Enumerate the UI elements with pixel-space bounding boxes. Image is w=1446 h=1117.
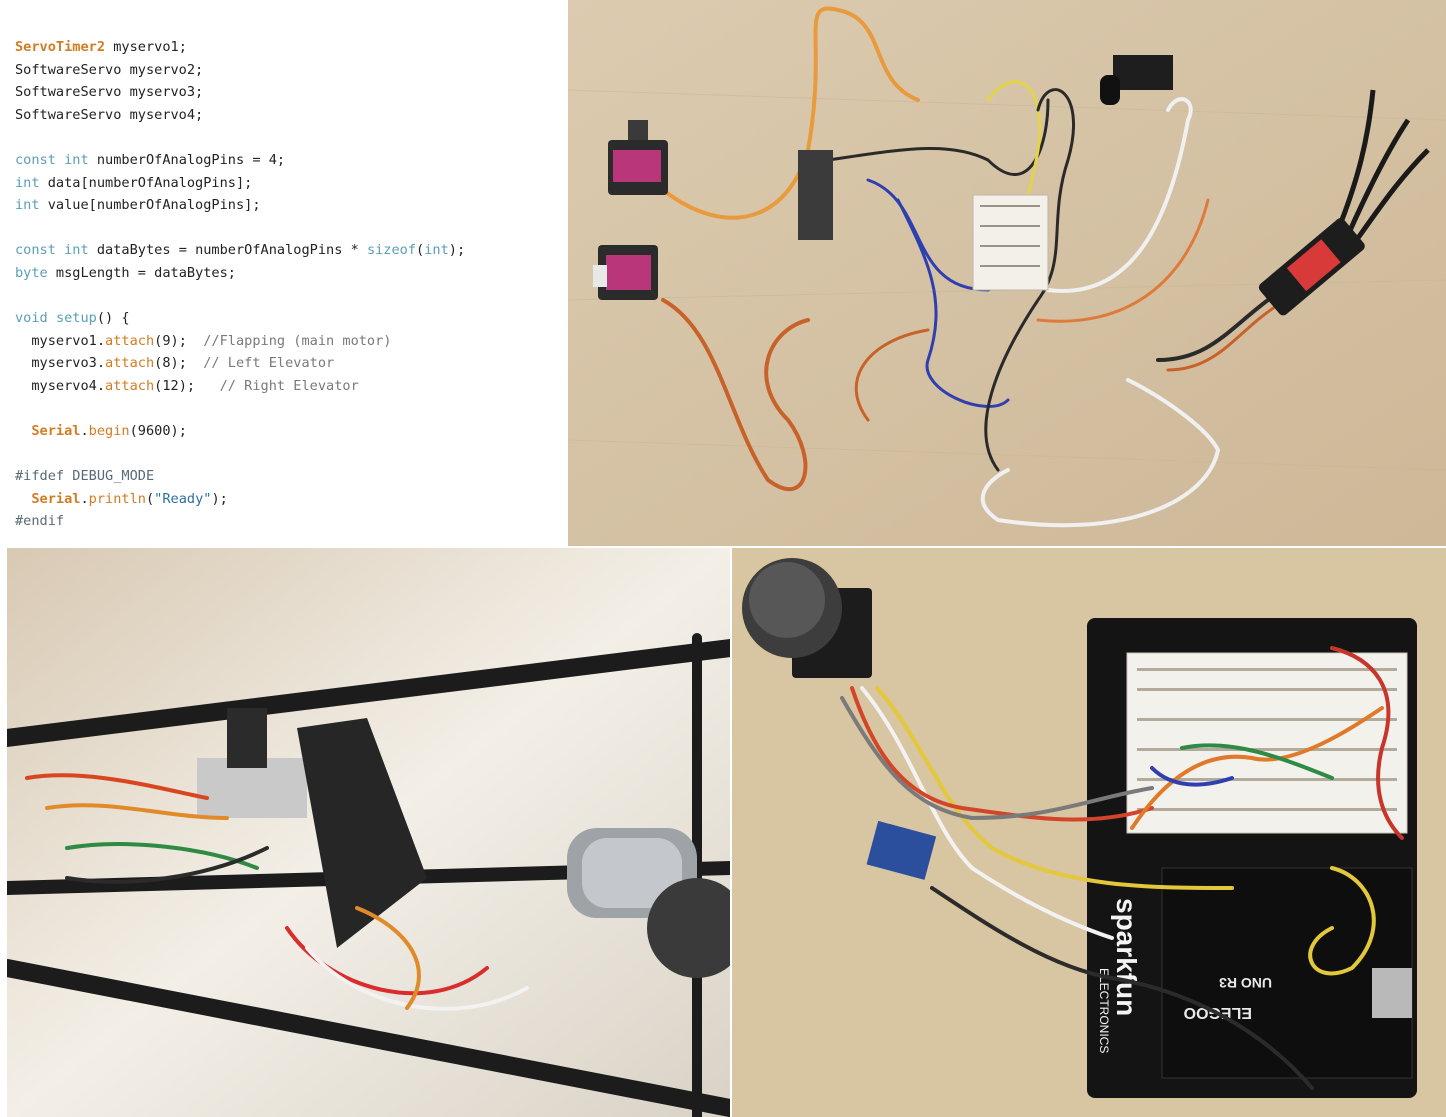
code-token: begin <box>88 423 130 440</box>
code-token: #endif <box>15 513 65 530</box>
code-token: attach <box>105 332 155 349</box>
code-line <box>15 126 568 149</box>
rf-receiver <box>1113 55 1173 90</box>
code-token: ServoTimer2 <box>15 39 106 55</box>
electronics-cluster <box>197 708 427 948</box>
code-token: setup <box>55 310 97 327</box>
code-token: msgLength = dataBytes; <box>47 264 236 281</box>
code-panel: ServoTimer2 myservo1; SoftwareServo myser… <box>0 0 568 546</box>
code-token: SoftwareServo myservo3; <box>15 84 204 101</box>
code-token: ); <box>211 490 228 507</box>
code-token: . <box>80 490 89 507</box>
code-token: //Flapping (main motor) <box>203 332 392 349</box>
code-token: () { <box>96 310 130 327</box>
motor <box>567 828 730 978</box>
code-token: myservo1; <box>105 39 187 55</box>
code-token: data[numberOfAnalogPins]; <box>39 174 253 191</box>
code-token: // Left Elevator <box>203 355 335 372</box>
code-token <box>48 310 56 326</box>
code-line: #ifdef DEBUG_MODE <box>15 465 568 488</box>
code-token: attach <box>105 377 155 394</box>
code-token: int <box>424 242 449 259</box>
code-token <box>15 491 31 507</box>
servo-icon <box>593 245 658 300</box>
code-token: "Ready" <box>154 490 212 507</box>
code-line: myservo4.attach(12); // Right Elevator <box>15 375 568 398</box>
code-token: int <box>15 174 40 191</box>
code-token: myservo4. <box>15 377 106 394</box>
code-line: #endif <box>15 510 568 533</box>
arduino-board: UNO R3 ELEGOO <box>1161 867 1413 1079</box>
code-token <box>15 423 31 439</box>
code-token: int <box>15 197 40 214</box>
board-model: UNO R3 <box>1219 975 1272 991</box>
code-token: myservo3. <box>15 355 106 372</box>
code-token: Serial <box>31 490 81 507</box>
code-line: const int dataBytes = numberOfAnalogPins… <box>15 239 568 262</box>
code-token: myservo1. <box>15 332 106 349</box>
plate-brand: sparkfun <box>1111 898 1142 1016</box>
photo-controller-setup: sparkfun ELECTRONICS UNO R3 ELEGOO <box>732 548 1446 1117</box>
code-token: (9); <box>154 332 204 349</box>
arduino-code-block: ServoTimer2 myservo1; SoftwareServo myser… <box>0 0 568 533</box>
code-token: ( <box>416 242 425 259</box>
code-token: byte <box>15 264 48 281</box>
code-token: (8); <box>154 355 204 372</box>
code-line <box>15 443 568 466</box>
code-token: Serial <box>31 423 81 440</box>
code-line: Serial.println("Ready"); <box>15 488 568 511</box>
code-token: numberOfAnalogPins = 4; <box>88 151 286 168</box>
photo-components-on-table <box>568 0 1446 546</box>
code-token: . <box>80 423 89 440</box>
code-token: SoftwareServo myservo2; <box>15 61 204 78</box>
code-token: ( <box>145 490 155 507</box>
code-token: attach <box>105 355 155 372</box>
code-line: myservo3.attach(8); // Left Elevator <box>15 352 568 375</box>
code-token: dataBytes = numberOfAnalogPins * <box>88 242 367 259</box>
code-token: sizeof <box>366 242 417 259</box>
code-line <box>15 285 568 308</box>
rf-module <box>866 820 937 880</box>
code-line: byte msgLength = dataBytes; <box>15 262 568 285</box>
code-line: SoftwareServo myservo4; <box>15 104 568 127</box>
esc-module <box>1258 218 1365 316</box>
plate-sub: ELECTRONICS <box>1097 968 1111 1053</box>
code-line <box>15 217 568 240</box>
code-line: SoftwareServo myservo2; <box>15 59 568 82</box>
code-token: const int <box>15 242 89 259</box>
code-line: Serial.begin(9600); <box>15 420 568 443</box>
code-token: println <box>88 490 146 507</box>
header-connector <box>798 150 833 240</box>
code-token: SoftwareServo myservo4; <box>15 106 204 123</box>
servo-icon <box>608 120 668 195</box>
photo-mounted-electronics <box>7 548 730 1117</box>
code-line: SoftwareServo myservo3; <box>15 81 568 104</box>
code-line: void setup() { <box>15 307 568 330</box>
code-token: // Right Elevator <box>219 377 359 394</box>
mini-breadboard <box>972 194 1049 291</box>
code-line <box>15 398 568 421</box>
code-line: int value[numberOfAnalogPins]; <box>15 194 568 217</box>
joystick-module <box>742 558 872 678</box>
code-token: ); <box>448 242 466 259</box>
code-token: (9600); <box>129 423 187 440</box>
code-line: int data[numberOfAnalogPins]; <box>15 172 568 195</box>
code-token: #ifdef DEBUG_MODE <box>15 468 155 485</box>
code-line: myservo1.attach(9); //Flapping (main mot… <box>15 330 568 353</box>
code-token: const int <box>15 151 89 168</box>
code-line: const int numberOfAnalogPins = 4; <box>15 149 568 172</box>
breadboard <box>1126 652 1408 834</box>
code-token: void <box>15 310 48 327</box>
code-line: ServoTimer2 myservo1; <box>15 36 568 59</box>
code-token: value[numberOfAnalogPins]; <box>39 197 261 214</box>
code-token: (12); <box>154 377 220 394</box>
